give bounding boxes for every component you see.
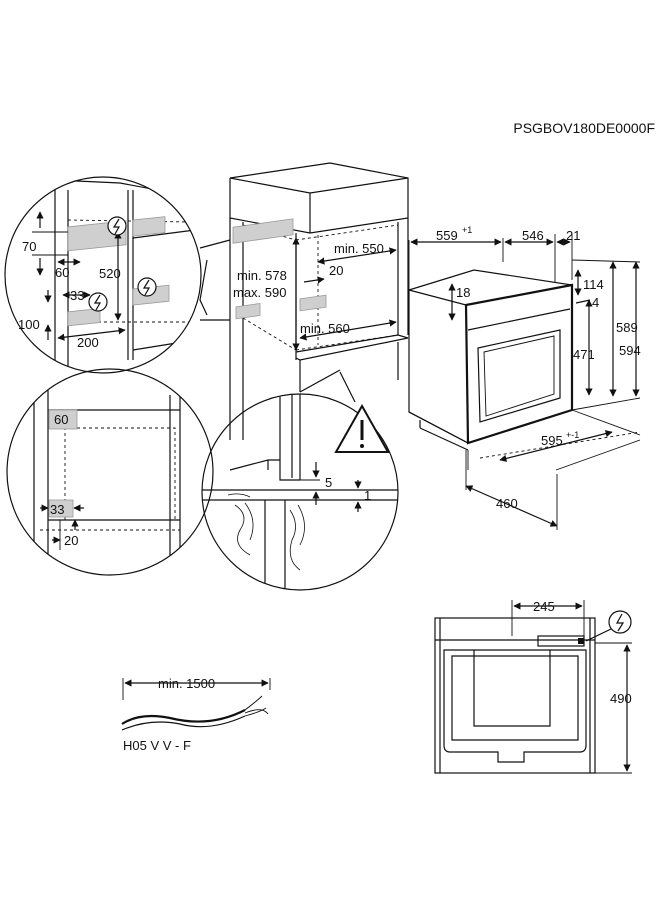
oven-dim-589: 589: [616, 320, 638, 335]
detail-bl-dim-60: 60: [54, 412, 68, 427]
cabinet-dim-min-578: min. 578: [237, 268, 287, 283]
detail-tl-dim-33: 33: [70, 288, 84, 303]
cabinet-dim-min-550: min. 550: [334, 241, 384, 256]
cabinet-dim-min-560: min. 560: [300, 321, 350, 336]
rear-dim-490: 490: [610, 691, 632, 706]
oven-dim-114: 114: [583, 277, 604, 292]
detail-tl-dim-60: 60: [55, 265, 69, 280]
rear-view-drawing: [434, 600, 632, 774]
oven-dim-460: 460: [496, 496, 518, 511]
detail-circle-top-left: [4, 176, 202, 374]
cable-drawing: [121, 678, 271, 731]
detail-circle-bottom-left: [6, 368, 214, 576]
oven-dim-595: 595: [541, 433, 563, 448]
cabinet-dim-max-590: max. 590: [233, 285, 286, 300]
model-code: PSGBOV180DE0000F: [513, 120, 655, 136]
detail-tl-dim-100: 100: [18, 317, 40, 332]
oven-drawing: [408, 234, 641, 530]
cable-length: min. 1500: [158, 676, 215, 691]
oven-dim-546: 546: [522, 228, 544, 243]
oven-dim-471: 471: [573, 347, 595, 362]
detail-bl-dim-33: 33: [50, 502, 64, 517]
rear-dim-245: 245: [533, 599, 555, 614]
detail-install-dim-5: 5: [325, 475, 332, 490]
detail-install-dim-1: 1: [364, 488, 371, 503]
cabinet-drawing: [199, 162, 409, 440]
oven-dim-595-tolerance: +-1: [566, 430, 579, 440]
detail-circle-installation: [201, 393, 399, 591]
cabinet-dim-20: 20: [329, 263, 343, 278]
cable-type: H05 V V - F: [123, 738, 191, 753]
oven-dim-4: 4: [592, 295, 599, 310]
oven-dim-21: 21: [566, 228, 580, 243]
oven-dim-559: 559: [436, 228, 458, 243]
detail-tl-dim-520: 520: [99, 266, 121, 281]
oven-dim-559-tolerance: +1: [462, 225, 472, 235]
oven-dim-594: 594: [619, 343, 641, 358]
oven-dim-18: 18: [456, 285, 470, 300]
detail-tl-dim-70: 70: [22, 239, 36, 254]
detail-bl-dim-20: 20: [64, 533, 78, 548]
detail-tl-dim-200: 200: [77, 335, 99, 350]
